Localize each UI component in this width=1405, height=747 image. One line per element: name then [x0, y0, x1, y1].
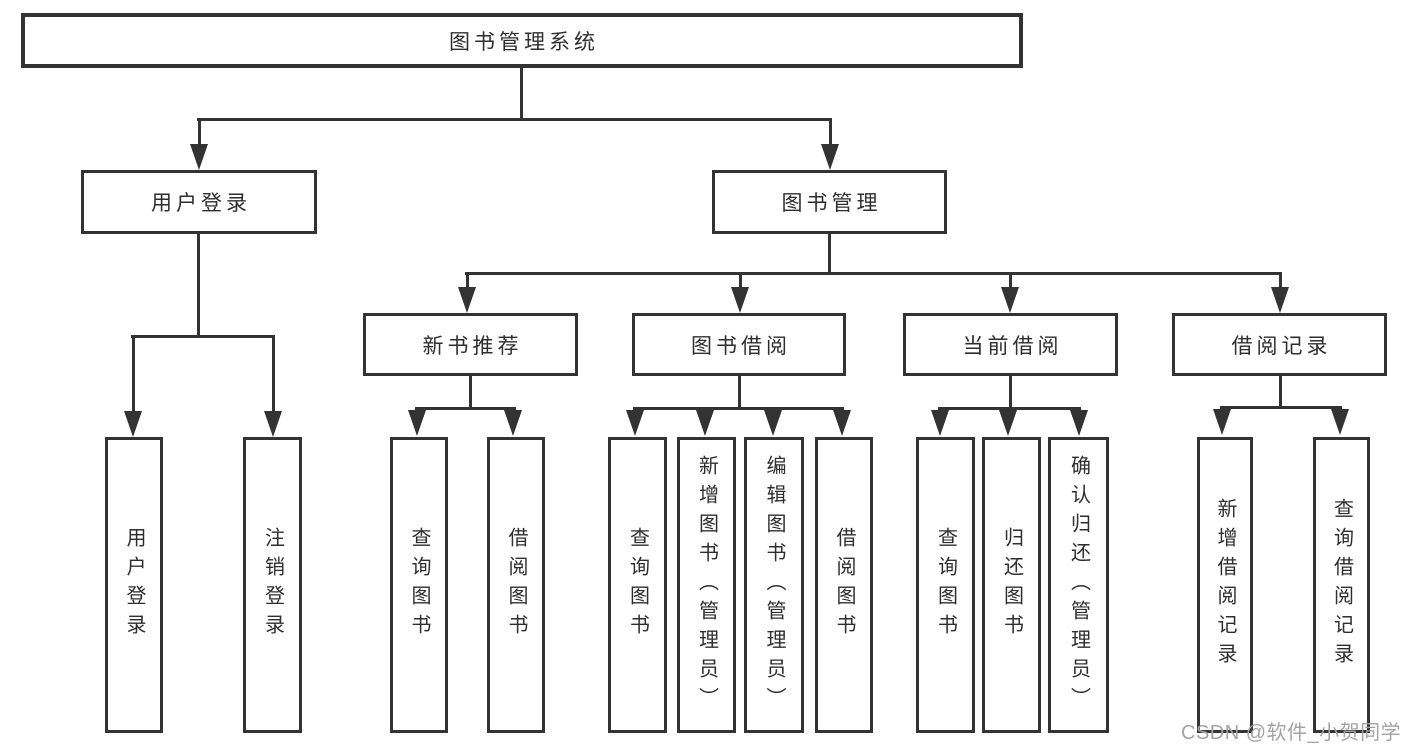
connector-recommend-stem	[469, 376, 472, 408]
leaf-logout-login: 注销登录	[243, 437, 302, 733]
arrow-down-icon	[1331, 409, 1349, 435]
leaf-records-add-borrow-record-label: 新增借阅记录	[1214, 498, 1236, 672]
leaf-borrowing-borrow-books-label: 借阅图书	[833, 527, 855, 643]
leaf-current-return-books-label: 归还图书	[1000, 527, 1023, 643]
arrow-down-icon	[731, 287, 749, 313]
arrow-down-icon	[458, 287, 476, 313]
leaf-recommend-borrow-books-label: 借阅图书	[505, 527, 527, 643]
node-current-borrowing-label: 当前借阅	[962, 334, 1063, 358]
node-current-borrowing: 当前借阅	[903, 313, 1118, 376]
leaf-borrowing-query-books-label: 查询图书	[626, 527, 649, 643]
node-new-book-recommend-label: 新书推荐	[422, 334, 523, 358]
arrow-down-icon	[504, 410, 522, 436]
arrow-down-icon	[264, 411, 282, 437]
connector-current-hline	[938, 407, 1081, 410]
leaf-recommend-query-books: 查询图书	[390, 437, 448, 733]
connector-root-hline	[197, 118, 832, 121]
connector-recommend-hline	[415, 407, 516, 410]
leaf-borrowing-borrow-books: 借阅图书	[815, 437, 873, 733]
arrow-down-icon	[696, 410, 714, 436]
connector-arrow-stem	[1009, 272, 1012, 289]
node-book-management: 图书管理	[712, 170, 947, 234]
leaf-recommend-query-books-label: 查询图书	[408, 527, 430, 643]
connector-book-mgmt-stem	[828, 234, 831, 273]
connector-arrow-stem	[198, 118, 201, 146]
node-book-borrowing: 图书借阅	[632, 313, 846, 376]
node-library-system: 图书管理系统	[21, 13, 1023, 68]
arrow-down-icon	[1070, 410, 1088, 436]
arrow-down-icon	[931, 410, 949, 436]
arrow-down-icon	[1213, 409, 1231, 435]
arrow-down-icon	[999, 410, 1017, 436]
arrow-down-icon	[626, 410, 644, 436]
node-user-login-label: 用户登录	[151, 192, 251, 215]
connector-arrow-stem	[466, 272, 469, 289]
csdn-watermark: CSDN @软件_小贺同学	[1181, 722, 1402, 744]
connector-arrow-stem	[1279, 272, 1282, 289]
leaf-user-login-label: 用户登录	[123, 527, 145, 643]
leaf-borrowing-add-books-admin-label: 新增图书（管理员）	[695, 454, 718, 716]
connector-root-stem	[520, 68, 523, 118]
leaf-records-query-borrow-record-label: 查询借阅记录	[1330, 498, 1353, 672]
connector-user-login-stem	[197, 234, 200, 335]
leaf-recommend-borrow-books: 借阅图书	[487, 437, 545, 733]
connector-user-login-hline	[131, 335, 275, 338]
connector-book-mgmt-hline	[465, 272, 1282, 275]
connector-borrowing-hline	[633, 407, 844, 410]
arrow-down-icon	[408, 410, 426, 436]
connector-arrow-stem	[829, 118, 832, 146]
arrow-down-icon	[1001, 287, 1019, 313]
connector-arrow-stem	[272, 335, 275, 413]
leaf-borrowing-edit-books-admin-label: 编辑图书（管理员）	[763, 454, 785, 716]
leaf-records-add-borrow-record: 新增借阅记录	[1197, 437, 1253, 733]
arrow-down-icon	[124, 411, 142, 437]
connector-borrowing-stem	[738, 376, 741, 408]
leaf-current-confirm-return-admin: 确认归还（管理员）	[1048, 437, 1109, 733]
leaf-borrowing-edit-books-admin: 编辑图书（管理员）	[744, 437, 804, 733]
leaf-current-confirm-return-admin-label: 确认归还（管理员）	[1067, 454, 1090, 716]
node-user-login: 用户登录	[81, 170, 317, 234]
leaf-current-query-books-label: 查询图书	[934, 527, 957, 643]
node-book-management-label: 图书管理	[781, 192, 882, 215]
arrow-down-icon	[821, 144, 839, 170]
connector-current-stem	[1009, 376, 1012, 408]
leaf-user-login: 用户登录	[105, 437, 163, 733]
arrow-down-icon	[764, 410, 782, 436]
arrow-down-icon	[190, 144, 208, 170]
leaf-current-query-books: 查询图书	[916, 437, 975, 733]
node-borrowing-records-label: 借阅记录	[1231, 334, 1332, 358]
leaf-records-query-borrow-record: 查询借阅记录	[1313, 437, 1370, 733]
leaf-borrowing-query-books: 查询图书	[608, 437, 667, 733]
connector-records-stem	[1279, 376, 1282, 407]
leaf-current-return-books: 归还图书	[982, 437, 1041, 733]
connector-arrow-stem	[739, 272, 742, 289]
arrow-down-icon	[833, 410, 851, 436]
node-book-borrowing-label: 图书借阅	[691, 334, 791, 358]
leaf-logout-login-label: 注销登录	[261, 527, 284, 643]
arrow-down-icon	[1271, 287, 1289, 313]
node-new-book-recommend: 新书推荐	[363, 313, 578, 376]
connector-records-hline	[1220, 406, 1342, 409]
node-borrowing-records: 借阅记录	[1172, 313, 1387, 376]
node-library-system-label: 图书管理系统	[449, 30, 599, 54]
leaf-borrowing-add-books-admin: 新增图书（管理员）	[677, 437, 736, 733]
connector-arrow-stem	[132, 335, 135, 413]
